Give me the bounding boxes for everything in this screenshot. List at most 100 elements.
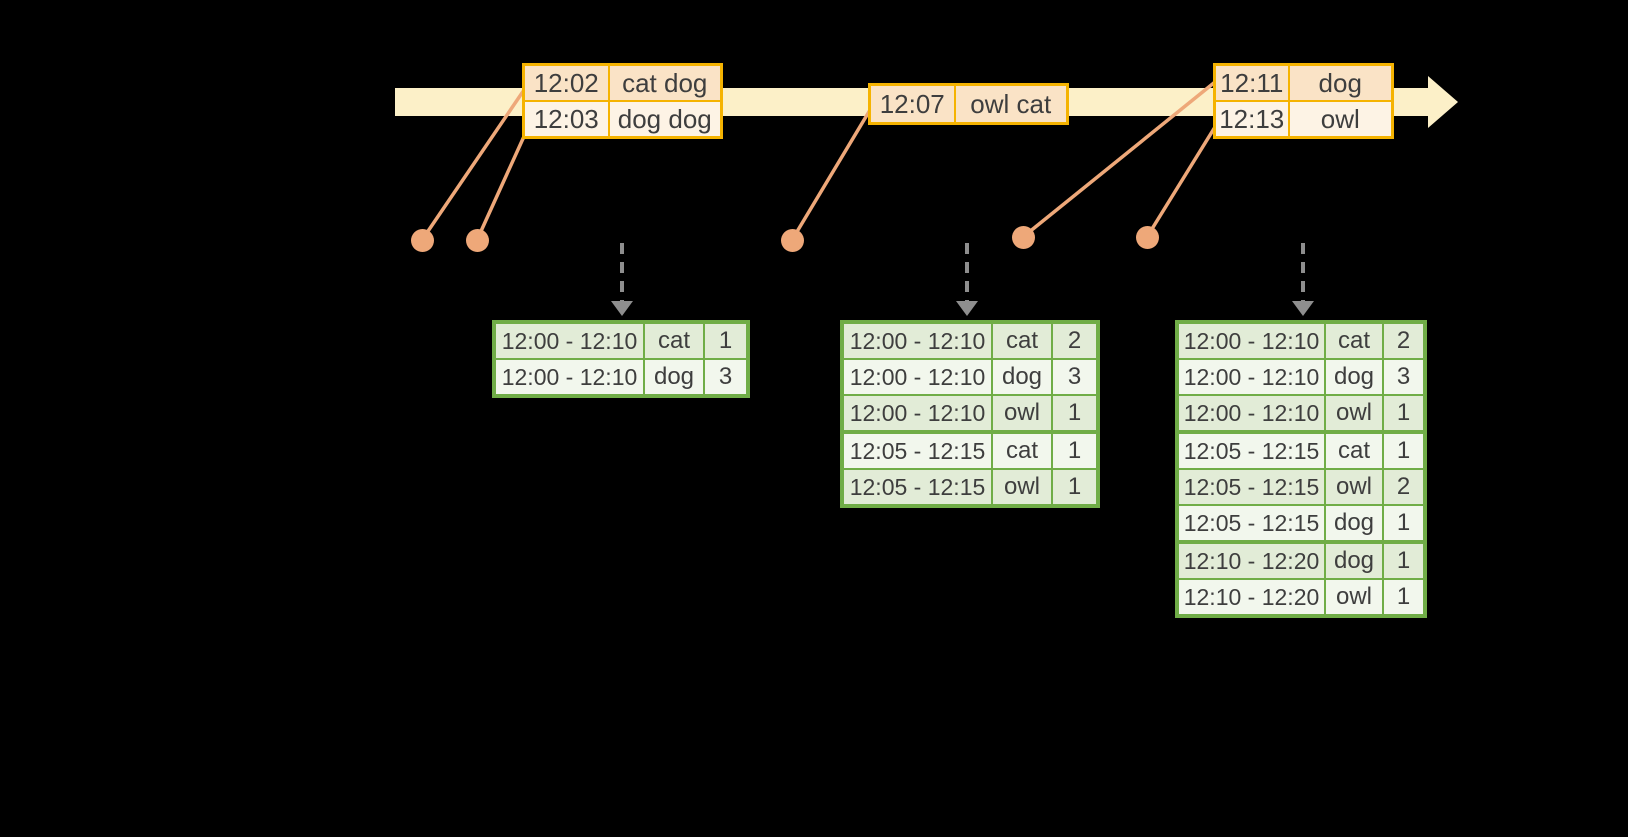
- window-cell: 12:05 - 12:15: [841, 468, 993, 507]
- window-cell: 12:10 - 12:20: [1176, 540, 1326, 580]
- word-cell: owl: [991, 468, 1053, 507]
- word-cell: cat: [1324, 430, 1384, 470]
- trigger-arrow-icon: [956, 243, 978, 316]
- word-cell: cat: [643, 321, 705, 360]
- dashed-line: [965, 243, 969, 301]
- window-cell: 12:10 - 12:20: [1176, 578, 1326, 617]
- connector-line: [1145, 126, 1217, 238]
- event-dot: [1012, 226, 1035, 249]
- count-cell: 1: [1051, 468, 1099, 507]
- word-cell: owl: [1324, 468, 1384, 506]
- word-cell: cat: [1324, 321, 1384, 360]
- count-cell: 2: [1382, 468, 1426, 506]
- window-cell: 12:00 - 12:10: [493, 321, 645, 360]
- count-cell: 1: [1051, 430, 1099, 470]
- window-cell: 12:00 - 12:10: [1176, 321, 1326, 360]
- count-cell: 1: [1382, 504, 1426, 543]
- count-cell: 1: [1382, 578, 1426, 617]
- count-cell: 1: [703, 321, 749, 360]
- connector-line: [475, 131, 528, 241]
- count-cell: 2: [1382, 321, 1426, 360]
- word-cell: owl: [1324, 578, 1384, 617]
- arrowhead-icon: [611, 301, 633, 316]
- arrowhead-icon: [1292, 301, 1314, 316]
- count-cell: 3: [1382, 358, 1426, 396]
- word-cell: dog: [1324, 358, 1384, 396]
- time-cell: 12:07: [868, 83, 956, 125]
- event-dot: [466, 229, 489, 252]
- count-cell: 1: [1051, 394, 1099, 433]
- word-cell: dog: [991, 358, 1053, 396]
- word-cell: owl: [991, 394, 1053, 433]
- window-cell: 12:05 - 12:15: [1176, 430, 1326, 470]
- dashed-line: [1301, 243, 1305, 301]
- connector-line: [1021, 80, 1217, 239]
- count-cell: 2: [1051, 321, 1099, 360]
- window-cell: 12:00 - 12:10: [1176, 358, 1326, 396]
- words-cell: owl cat: [953, 83, 1069, 125]
- connector-line: [790, 109, 872, 241]
- window-cell: 12:00 - 12:10: [493, 358, 645, 397]
- count-cell: 1: [1382, 394, 1426, 433]
- window-cell: 12:00 - 12:10: [841, 321, 993, 360]
- trigger-arrow-icon: [1292, 243, 1314, 316]
- words-cell: dog: [1287, 63, 1394, 102]
- timeline-arrowhead-icon: [1428, 76, 1458, 128]
- connector-line: [420, 89, 526, 241]
- window-cell: 12:00 - 12:10: [841, 358, 993, 396]
- event-dot: [781, 229, 804, 252]
- word-cell: cat: [991, 430, 1053, 470]
- window-cell: 12:05 - 12:15: [1176, 468, 1326, 506]
- trigger-arrow-icon: [611, 243, 633, 316]
- time-cell: 12:13: [1213, 100, 1290, 139]
- time-cell: 12:03: [522, 100, 610, 139]
- time-cell: 12:02: [522, 63, 610, 102]
- word-cell: dog: [643, 358, 705, 397]
- word-cell: dog: [1324, 540, 1384, 580]
- event-dot: [1136, 226, 1159, 249]
- dashed-line: [620, 243, 624, 301]
- count-cell: 1: [1382, 430, 1426, 470]
- words-cell: cat dog: [607, 63, 723, 102]
- window-cell: 12:00 - 12:10: [841, 394, 993, 433]
- arrowhead-icon: [956, 301, 978, 316]
- words-cell: owl: [1287, 100, 1394, 139]
- event-dot: [411, 229, 434, 252]
- window-cell: 12:05 - 12:15: [1176, 504, 1326, 543]
- count-cell: 3: [1051, 358, 1099, 396]
- window-cell: 12:05 - 12:15: [841, 430, 993, 470]
- count-cell: 3: [703, 358, 749, 397]
- window-cell: 12:00 - 12:10: [1176, 394, 1326, 433]
- word-cell: owl: [1324, 394, 1384, 433]
- word-cell: dog: [1324, 504, 1384, 543]
- word-cell: cat: [991, 321, 1053, 360]
- count-cell: 1: [1382, 540, 1426, 580]
